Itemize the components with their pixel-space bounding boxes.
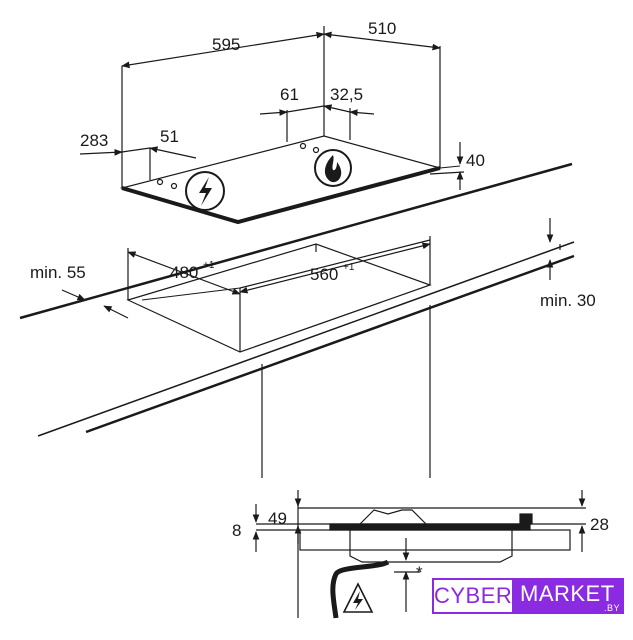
- worktop: [19, 162, 575, 437]
- dim-cutout-depth: 480: [170, 263, 198, 282]
- dim-min-front: min. 55: [30, 263, 86, 282]
- cutout: [126, 236, 432, 353]
- hob-top-view: [119, 26, 461, 225]
- dim-left-offset: 283: [80, 131, 108, 150]
- dim-height-28: 28: [590, 515, 609, 534]
- dim-burner-left: 51: [160, 127, 179, 146]
- logo-market-label: MARKET: [520, 581, 615, 606]
- dim-height-49: 49: [268, 509, 287, 528]
- dim-height-8: 8: [232, 521, 241, 540]
- dim-depth-total: 510: [368, 19, 396, 38]
- dim-cutout-width: 560: [310, 265, 338, 284]
- high-voltage-warning-icon: [342, 582, 374, 613]
- dim-thickness: 40: [466, 151, 485, 170]
- dim-min-side: min. 30: [540, 291, 596, 310]
- dim-width-total: 595: [212, 35, 240, 54]
- cybermarket-logo: CYBER MARKET .BY: [432, 578, 624, 614]
- logo-market-text: MARKET .BY: [514, 578, 624, 614]
- dim-burner-right: 61: [280, 85, 299, 104]
- dim-asterisk: *: [416, 563, 423, 582]
- dim-burner-gap: 32,5: [330, 85, 363, 104]
- logo-domain: .BY: [603, 603, 620, 613]
- dim-cutout-depth-tolerance: +1: [203, 260, 215, 271]
- side-section: [299, 509, 571, 619]
- electric-plate-icon: [185, 171, 225, 211]
- gas-flame-icon: [314, 149, 352, 187]
- logo-cyber-text: CYBER: [432, 578, 514, 614]
- dim-cutout-width-tolerance: +1: [343, 262, 355, 273]
